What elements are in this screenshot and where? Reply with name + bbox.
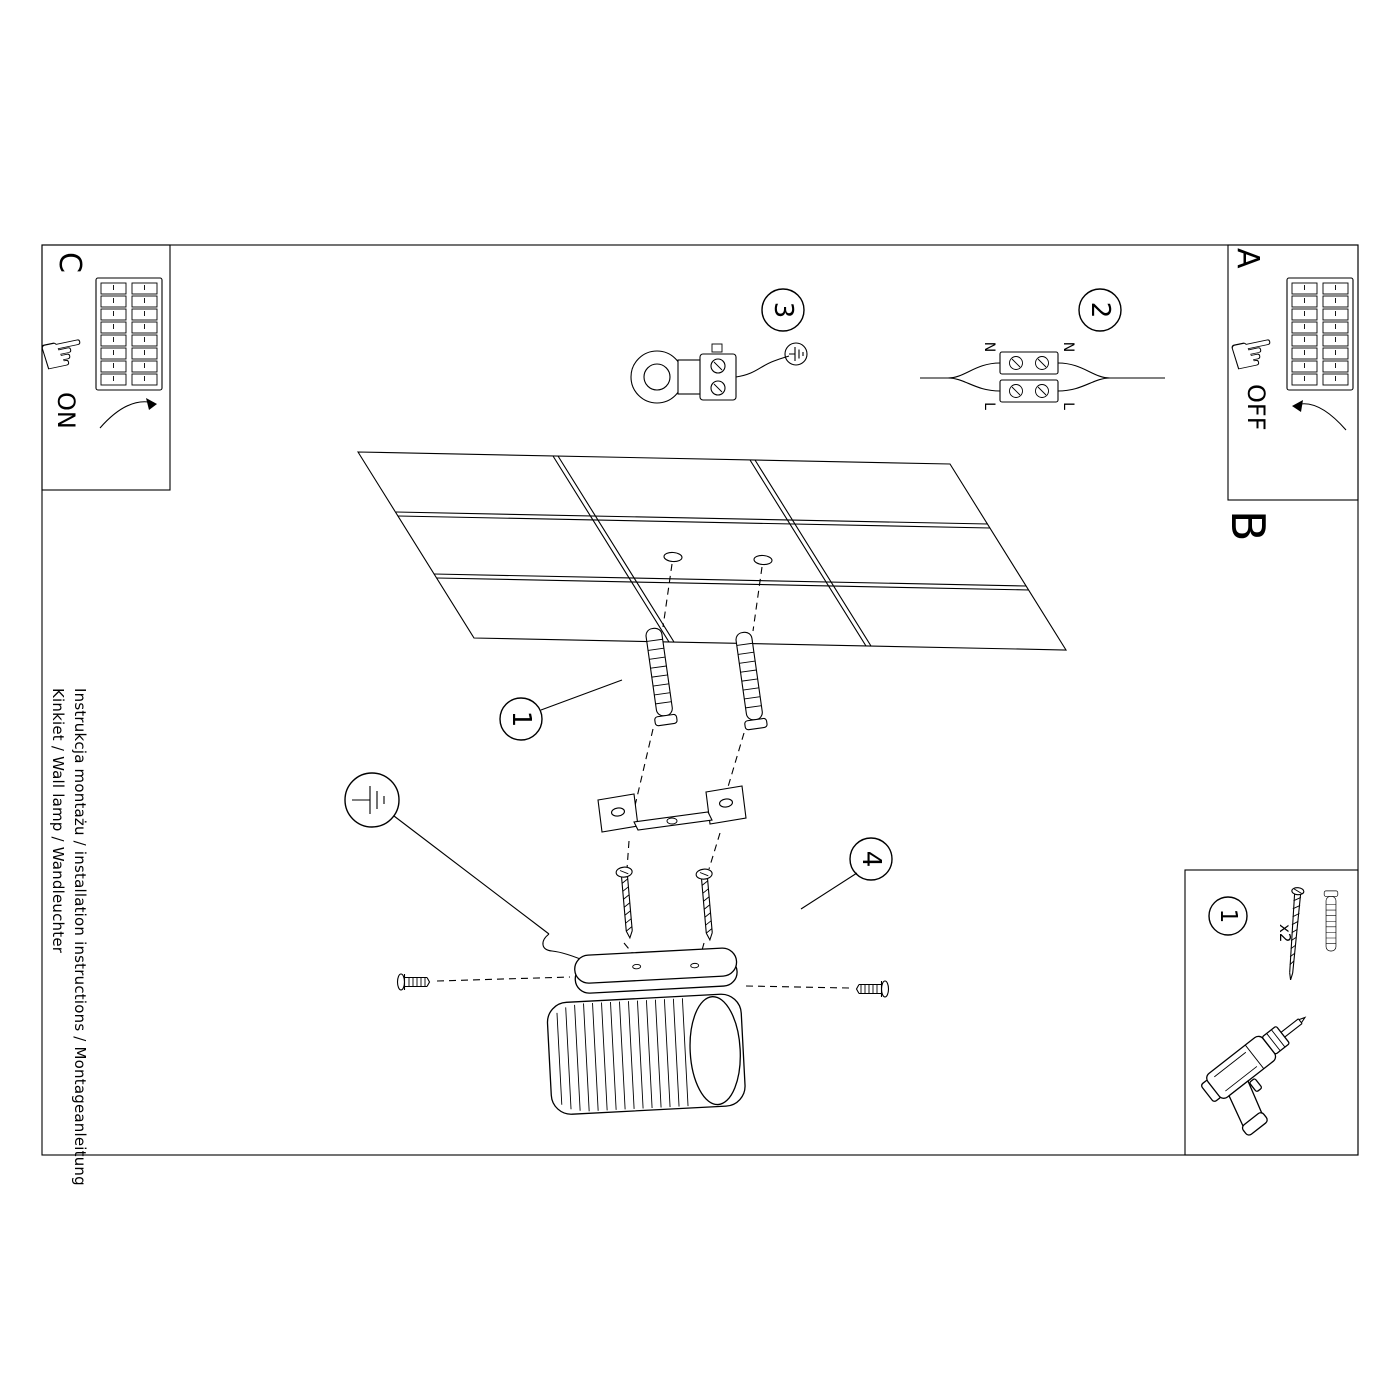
power-on-section: C ☞ ON <box>32 252 163 429</box>
pointer-line <box>540 679 623 711</box>
shade-end-cap <box>689 996 741 1106</box>
off-label: OFF <box>1242 384 1270 431</box>
alignment-line <box>436 976 571 982</box>
section-a-label: A <box>1230 248 1265 269</box>
step4-marker: 4 <box>800 837 893 910</box>
step2-wiring-section: 2 N L N L <box>920 288 1165 410</box>
step-number-3: 3 <box>768 302 798 319</box>
mounting-screw <box>615 865 639 940</box>
drill-hole <box>663 551 683 563</box>
bracket-hole <box>610 807 626 817</box>
step-circle-1 <box>499 697 543 741</box>
wall-anchor <box>731 630 768 731</box>
step-circle-3 <box>761 288 805 332</box>
bracket-hole <box>718 798 734 808</box>
set-screw <box>396 973 431 991</box>
plate-hole <box>632 963 642 970</box>
step-number-2: 2 <box>1085 302 1115 319</box>
ground-symbol-icon <box>344 772 400 828</box>
step1-marker: 1 <box>499 679 623 741</box>
mounting-bracket <box>597 785 747 833</box>
wire-label-l: L <box>981 402 997 410</box>
hand-icon: ☞ <box>1222 317 1282 389</box>
terminal-screw <box>710 358 726 374</box>
wire-connector <box>999 351 1059 375</box>
alignment-line <box>745 985 850 989</box>
wire-connector <box>999 379 1059 403</box>
legend-step-circle <box>1208 896 1248 936</box>
step-number-1: 1 <box>506 711 536 728</box>
quantity-label: x2 <box>1276 924 1294 942</box>
supply-cable <box>920 362 1001 392</box>
alignment-line <box>623 563 673 961</box>
terminal-screw <box>710 380 726 396</box>
main-border <box>41 244 1359 1156</box>
step-circle-4 <box>849 837 893 881</box>
wall-lamp <box>546 947 746 1115</box>
drill-hole <box>753 554 773 566</box>
product-title: Kinkiet / Wall lamp / Wandleuchter <box>49 688 67 954</box>
hardware-legend-box <box>1184 869 1359 1156</box>
legend-step-number: 1 <box>1215 909 1241 924</box>
wood-screw-icon <box>1289 887 1305 981</box>
alignment-line <box>698 566 763 962</box>
earth-wire <box>735 355 790 378</box>
fuse-panel <box>1286 277 1354 391</box>
wall-grid <box>356 451 1068 651</box>
step3-terminal-section: 3 <box>630 288 808 404</box>
hardware-legend: 1 x2 <box>1201 887 1339 1136</box>
drill-icon <box>1201 1016 1307 1136</box>
terminal-block <box>699 353 737 401</box>
flip-on-arrowhead-icon <box>146 398 157 410</box>
set-screw <box>855 980 890 998</box>
ground-indicator <box>344 772 591 964</box>
fuse-panel <box>95 277 163 391</box>
step-number-4: 4 <box>856 851 886 868</box>
power-on-box <box>41 244 171 491</box>
shade-ribs <box>556 998 689 1112</box>
wall-plug-icon <box>1323 890 1339 952</box>
wire-label-n: N <box>981 342 997 352</box>
on-label: ON <box>52 392 80 429</box>
bracket-center-hole <box>666 817 678 825</box>
wire-label-l: L <box>1060 402 1076 410</box>
plate-hole <box>690 962 700 969</box>
pointer-line <box>800 872 858 910</box>
step-circle-2 <box>1078 288 1122 332</box>
cord-grip-ring-inner <box>643 363 671 391</box>
mounting-screw <box>695 867 719 942</box>
instructions-title: Instrukcja montażu / installation instru… <box>71 688 89 1186</box>
mounting-plate <box>574 947 738 984</box>
flip-off-arrowhead-icon <box>1292 400 1303 412</box>
ground-wire <box>542 933 591 964</box>
terminal-top-screw <box>711 343 723 353</box>
power-off-box <box>1227 244 1359 501</box>
cord-grip-ring <box>630 350 684 404</box>
terminal-bracket <box>677 359 703 395</box>
section-b-label: B <box>1221 510 1275 542</box>
power-off-section: A ☞ OFF <box>1222 248 1354 431</box>
lamp-cable <box>1057 362 1165 392</box>
pointer-line <box>393 815 550 935</box>
section-c-label: C <box>52 252 87 273</box>
flip-on-arrow-icon <box>99 401 155 429</box>
flip-off-arrow-icon <box>1295 403 1347 431</box>
earth-symbol-icon <box>784 342 808 366</box>
wire-label-n: N <box>1060 342 1076 352</box>
